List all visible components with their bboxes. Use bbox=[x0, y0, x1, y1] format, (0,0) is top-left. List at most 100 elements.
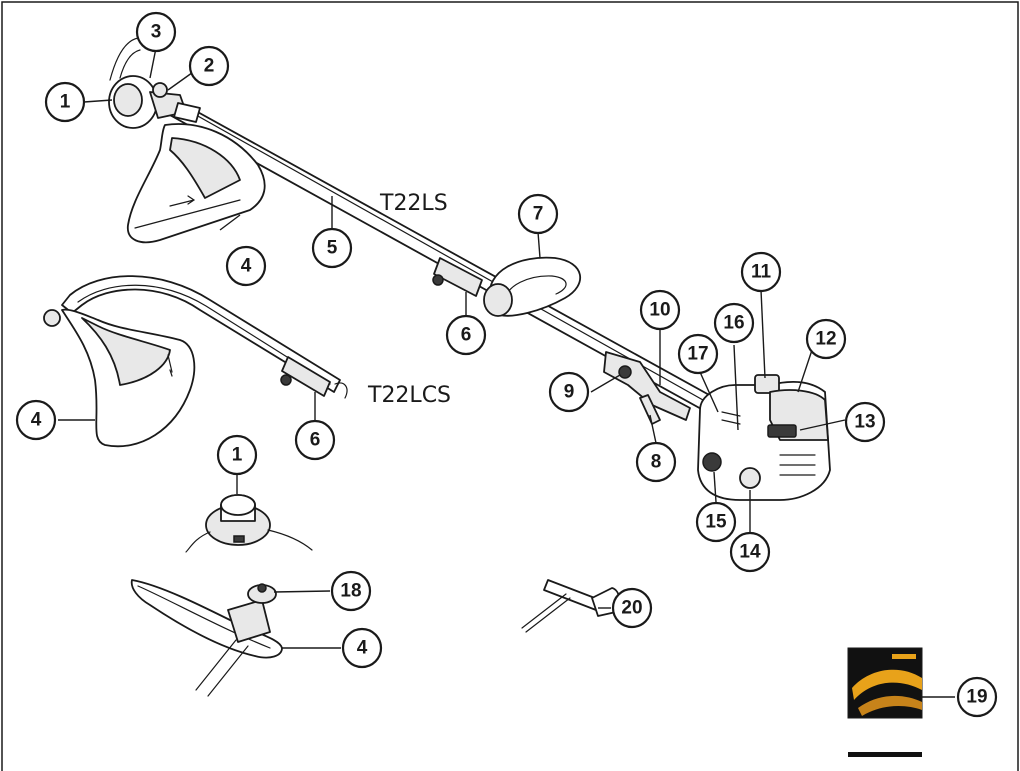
manual-swoosh-1 bbox=[852, 669, 922, 700]
t22lcs-shaft-end bbox=[334, 382, 348, 399]
svg-text:5: 5 bbox=[327, 238, 338, 259]
svg-text:13: 13 bbox=[854, 412, 875, 433]
callouts: 1 2 3 4 5 6 7 4 bbox=[15, 11, 998, 718]
callout-15: 15 bbox=[695, 501, 737, 543]
svg-text:2: 2 bbox=[204, 56, 215, 77]
spare-head-eyelet bbox=[233, 535, 245, 543]
callout-17: 17 bbox=[677, 333, 719, 375]
svg-text:4: 4 bbox=[241, 256, 252, 277]
callout-7-loop-handle: 7 bbox=[517, 193, 559, 235]
spare-guard-mount bbox=[227, 599, 271, 643]
t22lcs-shaft-coupling bbox=[281, 356, 331, 397]
callout-1-trimmer-head: 1 bbox=[44, 81, 86, 123]
callout-16: 16 bbox=[713, 302, 755, 344]
t22lcs-head-nut bbox=[43, 309, 61, 327]
t22ls-shaft-coupling bbox=[433, 257, 483, 297]
t22lcs-guard-mark bbox=[167, 354, 173, 377]
spare-head-knob-top bbox=[220, 494, 256, 516]
svg-text:4: 4 bbox=[357, 638, 368, 659]
t22ls-gear-nut bbox=[152, 82, 168, 98]
t22ls-guard-arrow bbox=[169, 195, 196, 207]
t22lcs-guard-inner bbox=[81, 317, 171, 386]
callout-11: 11 bbox=[740, 251, 782, 293]
callout-5-shaft: 5 bbox=[311, 227, 353, 269]
callout-18: 18 bbox=[330, 570, 372, 612]
callout-6-curved-coupling: 6 bbox=[294, 419, 336, 461]
callout-2: 2 bbox=[188, 45, 230, 87]
model-label-t22ls: T22LS bbox=[379, 191, 448, 216]
spare-guard-edge bbox=[137, 585, 271, 649]
callout-8: 8 bbox=[635, 441, 677, 483]
callout-1-spare-head: 1 bbox=[216, 434, 258, 476]
callout-4-guard: 4 bbox=[225, 245, 267, 287]
t22ls-loop-clamp bbox=[483, 283, 513, 317]
svg-text:1: 1 bbox=[60, 92, 71, 113]
svg-text:19: 19 bbox=[966, 687, 987, 708]
callout-4-spare-guard: 4 bbox=[341, 627, 383, 669]
t22ls-guard-edge bbox=[134, 199, 241, 229]
svg-text:12: 12 bbox=[815, 329, 836, 350]
wrench-shaft-2 bbox=[521, 593, 567, 629]
t22ls-cutting-line-2 bbox=[119, 49, 141, 79]
spare-head-line-right bbox=[267, 529, 313, 551]
t22ls-fuel-cap bbox=[702, 452, 722, 472]
callout-4-curved-guard: 4 bbox=[15, 399, 57, 441]
svg-text:3: 3 bbox=[151, 22, 162, 43]
t22lcs-coupling-knob bbox=[280, 374, 292, 386]
spare-arbor-bolt bbox=[257, 583, 267, 593]
callout-14: 14 bbox=[729, 531, 771, 573]
t22lcs-shaft-highlight bbox=[77, 284, 331, 385]
model-label-t22lcs: T22LCS bbox=[367, 383, 451, 408]
svg-text:18: 18 bbox=[340, 581, 361, 602]
svg-text:20: 20 bbox=[621, 598, 642, 619]
spare-head-line-left bbox=[185, 531, 211, 553]
t22ls-spark-plug-cap bbox=[767, 424, 797, 438]
svg-text:6: 6 bbox=[310, 430, 321, 451]
svg-text:17: 17 bbox=[687, 344, 708, 365]
t22ls-loop-inner bbox=[504, 275, 567, 303]
svg-text:9: 9 bbox=[564, 382, 575, 403]
svg-text:4: 4 bbox=[31, 410, 42, 431]
t22ls-guard-inner bbox=[169, 137, 241, 199]
spare-shaft-line-1 bbox=[195, 639, 237, 691]
t22ls-engine-fins bbox=[779, 454, 816, 476]
spare-trimmer-head bbox=[185, 494, 313, 553]
t22ls-coupling-knob bbox=[432, 274, 444, 286]
svg-text:15: 15 bbox=[705, 512, 727, 533]
wrench-handle bbox=[543, 579, 601, 611]
callout-6-coupling: 6 bbox=[445, 314, 487, 356]
callout-9: 9 bbox=[548, 371, 590, 413]
t22lcs-trimmer bbox=[43, 275, 348, 448]
t22ls-throttle-switch bbox=[618, 365, 632, 379]
svg-text:8: 8 bbox=[651, 452, 662, 473]
t22ls-throttle-trigger bbox=[639, 394, 661, 425]
operators-manual bbox=[847, 647, 923, 757]
callout-10: 10 bbox=[639, 289, 681, 331]
svg-text:10: 10 bbox=[649, 300, 670, 321]
callout-19: 19 bbox=[956, 676, 998, 718]
manual-spine-bar bbox=[848, 752, 922, 757]
t22ls-guard-clamp bbox=[173, 102, 201, 123]
t22ls-primer-bulb bbox=[739, 467, 761, 489]
manual-swoosh-2 bbox=[858, 695, 922, 716]
callout-20: 20 bbox=[611, 587, 653, 629]
svg-text:14: 14 bbox=[739, 542, 761, 563]
callout-12: 12 bbox=[805, 318, 847, 360]
spare-shaft-line-2 bbox=[207, 645, 249, 697]
spark-plug-wrench bbox=[521, 579, 621, 633]
svg-text:16: 16 bbox=[723, 313, 744, 334]
t22ls-cutting-line bbox=[109, 37, 139, 81]
callout-13: 13 bbox=[844, 401, 886, 443]
t22ls-trimmer bbox=[108, 37, 831, 501]
svg-text:11: 11 bbox=[751, 262, 772, 283]
svg-text:1: 1 bbox=[232, 445, 243, 466]
t22ls-head-knob bbox=[113, 83, 143, 117]
spare-guard-assembly bbox=[130, 579, 283, 697]
wrench-shaft bbox=[525, 597, 571, 633]
t22ls-starter-grip bbox=[754, 374, 780, 394]
leader-lines bbox=[58, 47, 955, 698]
callout-3: 3 bbox=[135, 11, 177, 53]
